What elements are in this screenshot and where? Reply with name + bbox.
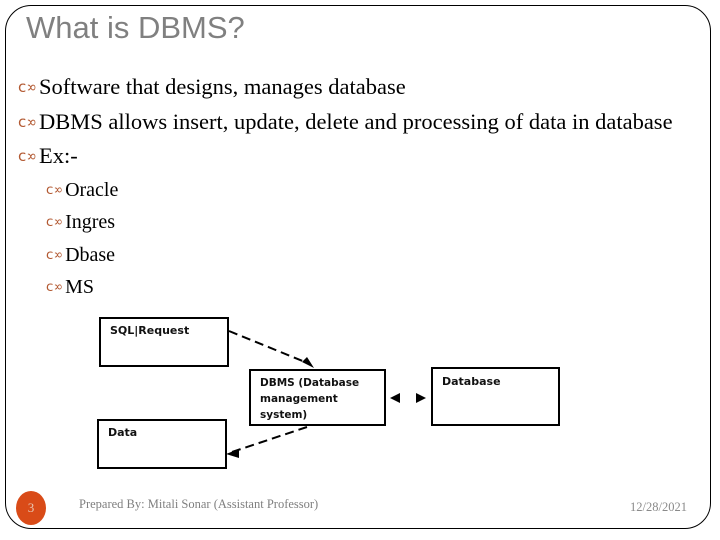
sub-bullet-text: Oracle — [65, 178, 119, 201]
connector-sql-to-dbms — [228, 330, 314, 368]
page-title: What is DBMS? — [26, 10, 245, 45]
diagram-box-sql-request — [99, 317, 229, 367]
sub-bullet-text: Dbase — [65, 243, 116, 266]
dbms-architecture-diagram: SQL|Request DBMS (Database management sy… — [92, 312, 572, 470]
bullet-marker-icon: ∝ɔ — [18, 147, 37, 165]
bullet-marker-icon: ∝ɔ — [46, 181, 64, 198]
diagram-box-database — [431, 367, 560, 426]
bullet-marker-icon: ∝ɔ — [46, 214, 64, 230]
connector-dbms-to-data — [226, 426, 308, 458]
bullet-text: Ex:- — [38, 143, 78, 168]
bullet-item: ∝ɔSoftware that designs, manages databas… — [18, 70, 708, 105]
diagram-box-data-label: Data — [108, 426, 137, 439]
bullet-marker-icon: ∝ɔ — [46, 279, 64, 295]
bullet-text: Software that designs, manages database — [38, 74, 406, 99]
bullet-marker-icon: ∝ɔ — [18, 112, 37, 131]
svg-text:management: management — [260, 393, 338, 405]
diagram-box-sql-request-label: SQL|Request — [110, 324, 189, 337]
diagram-box-data — [97, 419, 227, 469]
sub-bullet-text: Ingres — [65, 211, 116, 233]
footer-author-text: Prepared By: Mitali Sonar (Assistant Pro… — [79, 497, 319, 511]
diagram-box-dbms-label: DBMS (Database — [260, 377, 359, 389]
sub-bullet-text: MS — [65, 276, 94, 298]
bullet-text: DBMS allows insert, update, delete and p… — [38, 108, 673, 134]
bullet-marker-icon: ∝ɔ — [46, 246, 64, 263]
diagram-box-dbms — [249, 369, 386, 426]
svg-text:system): system) — [260, 409, 307, 421]
footer-date-text: 12/28/2021 — [630, 500, 687, 514]
bullet-item: ∝ɔEx:- — [18, 139, 708, 174]
slide-number-badge: 3 — [16, 491, 46, 525]
bullet-item: ∝ɔDBMS allows insert, update, delete and… — [18, 105, 708, 140]
slide-body-content: ∝ɔSoftware that designs, manages databas… — [18, 70, 708, 304]
bullet-marker-icon: ∝ɔ — [18, 78, 37, 96]
connector-dbms-to-database — [390, 393, 426, 403]
diagram-box-database-label: Database — [442, 375, 501, 388]
